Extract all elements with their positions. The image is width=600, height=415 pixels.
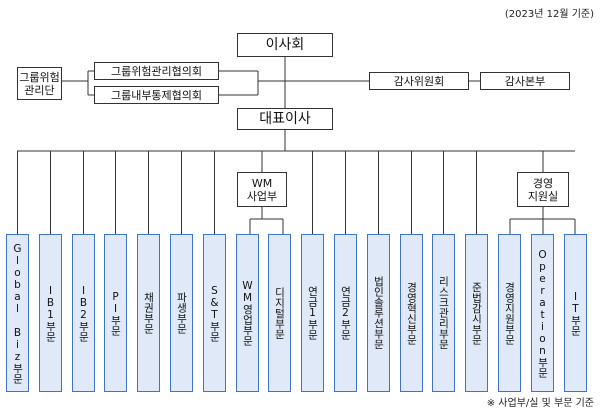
department-box: WM영업부문: [236, 234, 259, 392]
management-support-box: 경영 지원실: [517, 172, 569, 207]
date-note: (2023년 12월 기준): [504, 9, 594, 20]
ceo-box: 대표이사: [237, 108, 333, 130]
department-box: 채권부문: [137, 234, 160, 392]
risk-group-box: 그룹위험 관리단: [17, 67, 62, 100]
internal-control-committee-box: 그룹내부통제협의회: [94, 86, 219, 104]
department-box: IT부문: [564, 234, 587, 392]
risk-committee-box: 그룹위험관리협의회: [94, 62, 219, 80]
department-box: 준법감시부문: [465, 234, 488, 392]
department-box: 파생부문: [170, 234, 193, 392]
board-box: 이사회: [237, 33, 333, 57]
department-box: 법인솔루션부문: [367, 234, 390, 392]
audit-committee-box: 감사위원회: [369, 72, 469, 90]
department-box: Global Biz부문: [6, 234, 29, 392]
department-box: S&T부문: [203, 234, 226, 392]
department-box: 경영혁신부문: [400, 234, 423, 392]
department-box: 연금1부문: [301, 234, 324, 392]
department-box: PI부문: [104, 234, 127, 392]
department-box: IB1부문: [39, 234, 62, 392]
department-box: 경영지원부문: [498, 234, 521, 392]
department-box: Operation부문: [531, 234, 554, 392]
department-box: 디지털부문: [268, 234, 291, 392]
footnote: ※ 사업부/실 및 부문 기준: [486, 398, 594, 409]
department-box: IB2부문: [72, 234, 95, 392]
wm-division-box: WM 사업부: [237, 172, 287, 207]
department-box: 리스크관리부문: [432, 234, 455, 392]
department-box: 연금2부문: [334, 234, 357, 392]
audit-division-box: 감사본부: [480, 72, 570, 90]
